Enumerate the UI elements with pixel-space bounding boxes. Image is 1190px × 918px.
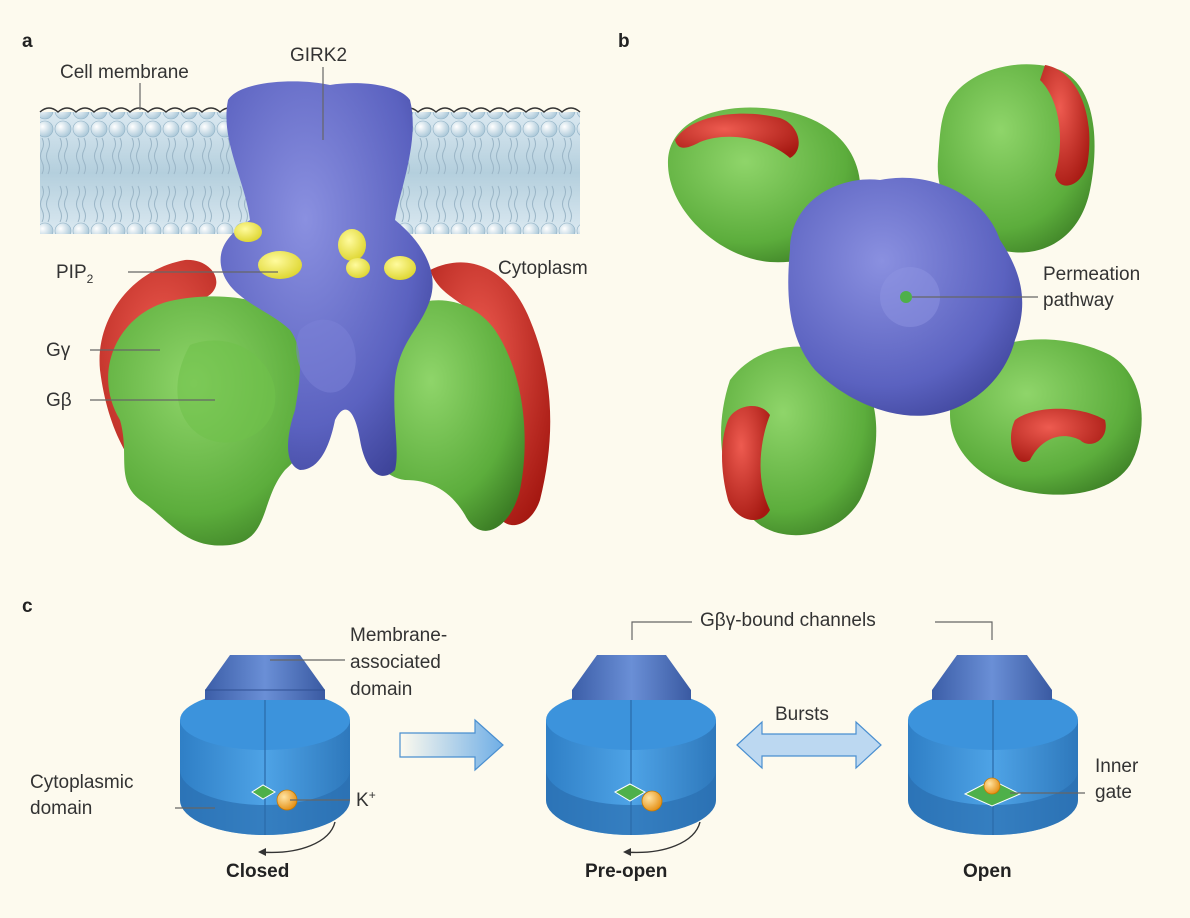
cytoplasm-label: Cytoplasm	[498, 258, 588, 279]
k-ion-label-superscript: +	[368, 788, 376, 802]
state-label-open: Open	[963, 861, 1012, 882]
g-beta-gamma-bottom-right	[950, 339, 1142, 495]
k-ion-label-base: K	[356, 790, 369, 811]
panel-b	[667, 64, 1142, 536]
pip2-molecules	[234, 222, 416, 280]
panel-a	[39, 67, 581, 546]
girk2-top-view	[788, 177, 1023, 416]
pip2-label-subscript: 2	[86, 272, 94, 286]
k-ion-pre-open	[641, 790, 663, 812]
k-ion-label: K+	[356, 788, 376, 813]
panel-c	[175, 621, 1085, 856]
state-label-closed: Closed	[226, 861, 290, 882]
state-label-pre-open: Pre-open	[585, 861, 668, 882]
g-gamma-label: Gγ	[46, 340, 71, 361]
g-beta-label: Gβ	[46, 390, 72, 411]
g-beta-subunit-left	[108, 296, 323, 546]
pip2-label-base: PIP	[56, 262, 87, 283]
panel-a-letter: a	[22, 31, 33, 52]
cytoplasmic-domain-label-line1: Cytoplasmic	[30, 772, 134, 793]
panel-a-leader-lines	[90, 67, 324, 401]
panel-c-leader-lines	[175, 621, 1085, 809]
channel-pre-open	[546, 655, 716, 856]
channel-open	[908, 655, 1078, 835]
permeation-pore	[900, 291, 912, 303]
permeation-label-line1: Permeation	[1043, 264, 1141, 285]
pip2-label: PIP2	[56, 262, 94, 286]
cytoplasmic-domain-label-line2: domain	[30, 798, 93, 819]
bursts-label: Bursts	[775, 704, 829, 725]
inner-gate-label-line2: gate	[1095, 782, 1132, 803]
girk2-label: GIRK2	[290, 45, 348, 66]
membrane-domain-label-line1: Membrane-	[350, 625, 448, 646]
panel-c-letter: c	[22, 596, 33, 617]
gbg-bound-channels-label: Gβγ-bound channels	[700, 610, 876, 631]
membrane-domain-label-line2: associated	[350, 652, 441, 673]
membrane-domain-label-line3: domain	[350, 679, 413, 700]
channel-closed	[180, 655, 350, 856]
inner-gate-label-line1: Inner	[1095, 756, 1139, 777]
k-ion-open	[983, 777, 1001, 795]
bursts-double-arrow	[736, 720, 882, 770]
panel-b-letter: b	[618, 31, 630, 52]
cell-membrane-label: Cell membrane	[60, 62, 189, 83]
g-beta-gamma-bottom-left	[721, 346, 877, 536]
girk2-channel	[220, 81, 433, 476]
permeation-label-line2: pathway	[1043, 290, 1114, 311]
transition-arrow	[399, 718, 504, 772]
g-beta-subunit-right	[368, 300, 525, 531]
